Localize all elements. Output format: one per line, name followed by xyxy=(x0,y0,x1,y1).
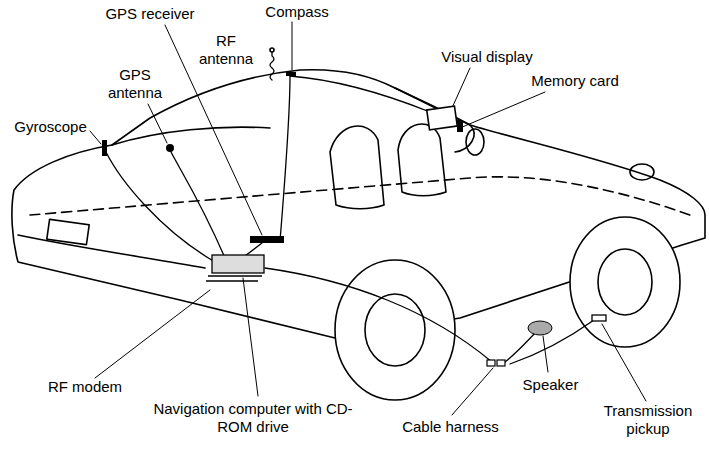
part-label: Compass xyxy=(262,3,332,21)
leader-line xyxy=(95,290,210,378)
part-label: Transmission pickup xyxy=(592,402,704,438)
leader-line xyxy=(165,25,262,235)
cable xyxy=(245,243,262,256)
license-plate xyxy=(47,219,89,244)
leader-line xyxy=(90,131,101,144)
leader-line xyxy=(602,324,646,401)
cable-harness-part xyxy=(497,360,505,366)
cable xyxy=(280,76,290,241)
antenna-whip xyxy=(270,52,274,80)
leader-line xyxy=(292,22,293,70)
compass-part xyxy=(286,72,296,76)
front-hub xyxy=(598,249,652,315)
cable-harness-part xyxy=(487,360,495,366)
part-label: Gyroscope xyxy=(8,118,93,136)
part-label: RF modem xyxy=(45,378,125,396)
memory-card-part xyxy=(457,120,463,132)
part-label: Cable harness xyxy=(398,418,503,436)
part-label: Memory card xyxy=(525,72,625,90)
part-label: Navigation computer with CD-ROM drive xyxy=(148,400,358,436)
leader-line xyxy=(460,92,545,128)
part-label: RF antenna xyxy=(196,32,256,68)
gyroscope-part xyxy=(102,140,107,156)
cable xyxy=(505,330,538,362)
front-seat xyxy=(398,124,446,196)
rear-seat xyxy=(330,126,384,209)
cable xyxy=(106,152,215,262)
part-label: GPS receiver xyxy=(100,5,200,23)
cable xyxy=(510,320,594,364)
rear-wheel xyxy=(335,260,455,400)
cable xyxy=(290,76,430,112)
part-label: Visual display xyxy=(432,48,542,66)
antenna-tip xyxy=(270,48,274,52)
leader-line xyxy=(452,68,470,108)
visual-display-part xyxy=(427,106,458,130)
rear-hub xyxy=(365,294,425,366)
transmission-pickup-part xyxy=(592,315,606,321)
part-label: Speaker xyxy=(518,376,583,394)
rear-bumper xyxy=(18,235,205,268)
cable xyxy=(265,268,492,362)
front-wheel xyxy=(570,217,680,347)
dashboard xyxy=(395,88,474,152)
leader-line xyxy=(148,104,167,143)
gps-receiver-part xyxy=(250,236,284,243)
navigation-computer-part xyxy=(212,255,264,273)
part-label: GPS antenna xyxy=(104,66,166,102)
headlight xyxy=(630,164,654,180)
rear-window xyxy=(112,127,270,145)
cable xyxy=(170,150,225,258)
rf-modem-part xyxy=(206,276,262,281)
speaker-part xyxy=(528,321,552,335)
gps-antenna-part xyxy=(166,144,174,152)
steering-wheel xyxy=(466,129,484,155)
leader-line xyxy=(543,336,548,372)
leader-line xyxy=(452,368,493,415)
leader-line xyxy=(243,278,258,396)
